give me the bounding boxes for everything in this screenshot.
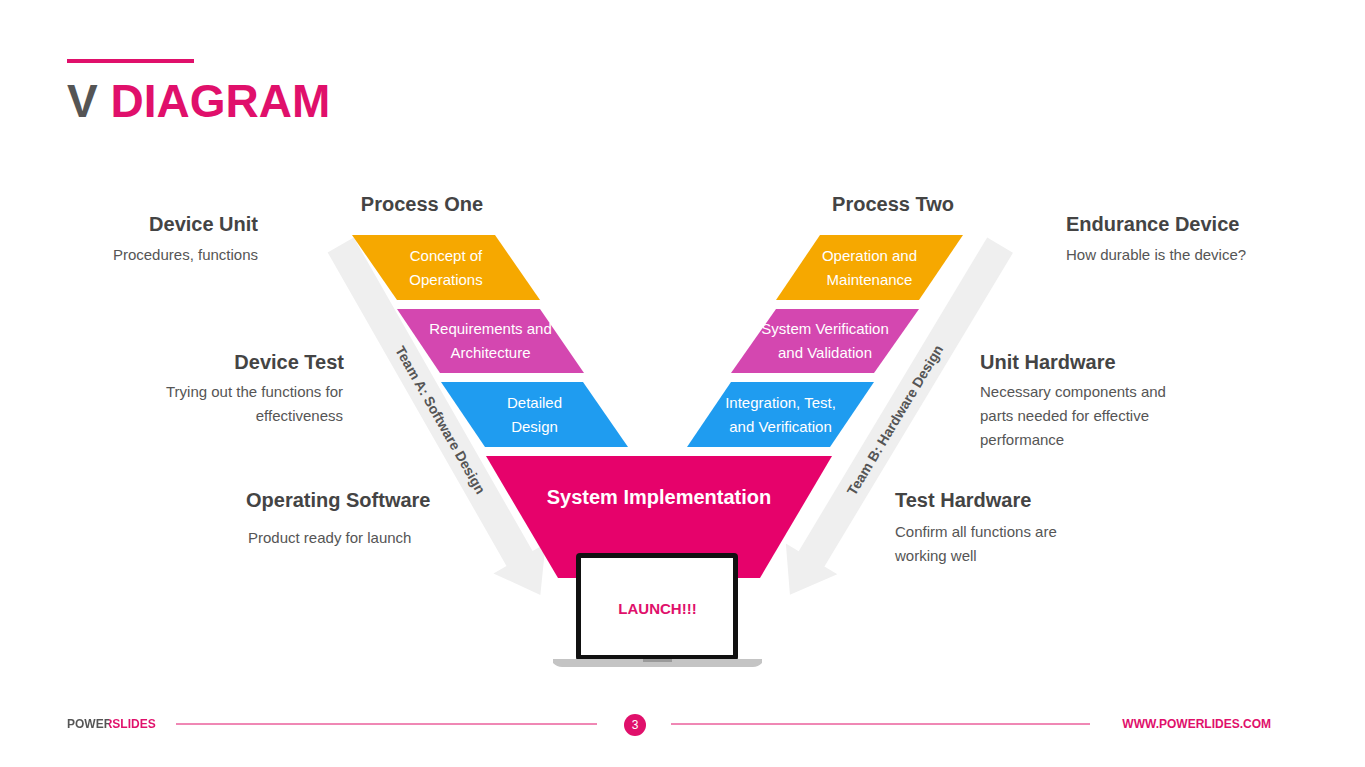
- page-badge: [624, 714, 646, 736]
- brand-name: POWERSLIDES: [67, 716, 156, 732]
- process-step: Integration, Test, and Verification: [687, 382, 874, 447]
- laptop-bezel: [576, 553, 738, 661]
- laptop-notch: [643, 659, 672, 662]
- process-step: Concept of Operations: [352, 235, 540, 300]
- item-description: Procedures, functions: [58, 243, 258, 267]
- slide-title: V DIAGRAM: [67, 76, 330, 126]
- item-heading: Operating Software: [246, 488, 506, 512]
- laptop-screen: [581, 558, 733, 655]
- step-label: System Implementation: [509, 484, 809, 510]
- step-label: System Verification and Validation: [753, 317, 898, 365]
- process-step: System Verification and Validation: [731, 309, 919, 373]
- item-description: Trying out the functions for effectivene…: [143, 380, 343, 428]
- item-heading: Device Unit: [58, 212, 258, 236]
- process-step: Operation and Maintenance: [776, 235, 963, 300]
- launch-laptop: LAUNCH!!!: [553, 553, 762, 668]
- node-outline: [441, 382, 628, 447]
- step-shape: [731, 309, 919, 373]
- website-url: WWW.POWERLIDES.COM: [1071, 716, 1271, 732]
- item-heading: Test Hardware: [895, 488, 1155, 512]
- step-label: Integration, Test, and Verification: [716, 391, 846, 439]
- footer-line: [176, 724, 597, 725]
- step-shape: [687, 382, 874, 447]
- step-shape: [776, 235, 963, 300]
- process-step: Requirements and Architecture: [397, 309, 584, 373]
- item-heading: Device Test: [144, 350, 344, 374]
- process-step: Detailed Design: [441, 382, 628, 447]
- laptop-base: [553, 659, 762, 667]
- item-description: Confirm all functions are working well: [895, 520, 1080, 568]
- process-heading: Process One: [322, 192, 522, 216]
- page-number: 3: [624, 717, 646, 733]
- node-outline: [352, 235, 540, 300]
- item-heading: Unit Hardware: [980, 350, 1240, 374]
- arrow-shape: [314, 230, 566, 610]
- step-label: Detailed Design: [495, 391, 575, 439]
- node-outline: [687, 382, 874, 447]
- step-shape: [441, 382, 628, 447]
- item-description: Necessary components and parts needed fo…: [980, 380, 1180, 452]
- footer-line: [671, 724, 1090, 725]
- step-label: Concept of Operations: [384, 244, 509, 292]
- process-heading: Process Two: [793, 192, 993, 216]
- node-outline: [776, 235, 963, 300]
- node-outline: [397, 309, 584, 373]
- screen-text: LAUNCH!!!: [618, 599, 696, 619]
- step-label: Operation and Maintenance: [812, 244, 927, 292]
- title-bar: [67, 59, 194, 63]
- item-heading: Endurance Device: [1066, 212, 1326, 236]
- item-description: Product ready for launch: [248, 526, 488, 550]
- node-outline: [731, 309, 919, 373]
- item-description: How durable is the device?: [1066, 243, 1326, 267]
- step-label: Requirements and Architecture: [428, 317, 553, 365]
